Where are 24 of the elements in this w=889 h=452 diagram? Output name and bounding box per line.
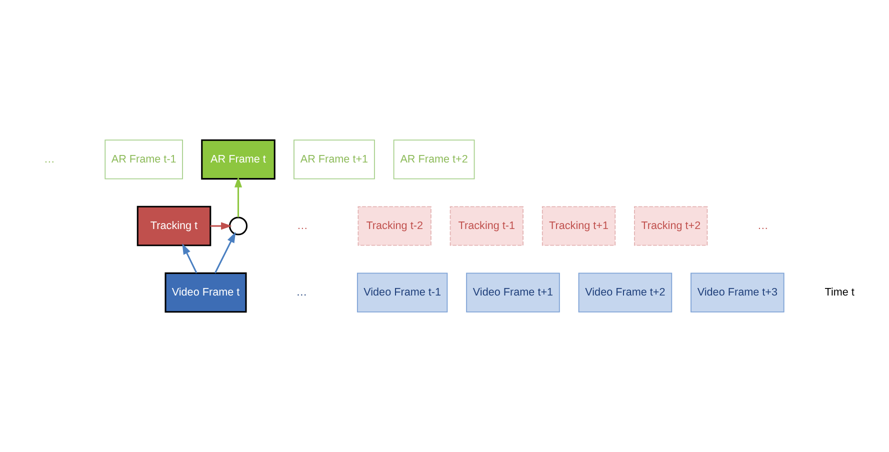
- node-box: Video Frame t-1: [356, 272, 448, 312]
- label: …: [44, 153, 55, 166]
- arrow: [234, 176, 242, 218]
- node-box: Video Frame t+1: [466, 272, 560, 312]
- arrow: [210, 222, 232, 230]
- arrow: [214, 232, 236, 274]
- node-box: Tracking t-1: [450, 206, 524, 246]
- node-circle: [228, 216, 248, 236]
- node-box: AR Frame t: [201, 139, 276, 180]
- label: …: [758, 220, 768, 232]
- node-box: Video Frame t+3: [690, 272, 784, 312]
- node-box: Tracking t+2: [634, 206, 708, 246]
- node-box: Tracking t+1: [542, 206, 616, 246]
- label: …: [297, 220, 308, 232]
- label: Time t: [824, 286, 854, 298]
- node-box: AR Frame t-1: [104, 140, 183, 180]
- node-box: Video Frame t: [164, 272, 247, 313]
- label: …: [296, 286, 308, 298]
- arrow: [182, 243, 198, 274]
- node-box: AR Frame t+2: [393, 140, 475, 180]
- node-box: Video Frame t+2: [578, 272, 672, 312]
- node-box: Tracking t: [136, 206, 212, 246]
- node-box: Tracking t-2: [358, 206, 432, 246]
- node-box: AR Frame t+1: [294, 140, 375, 180]
